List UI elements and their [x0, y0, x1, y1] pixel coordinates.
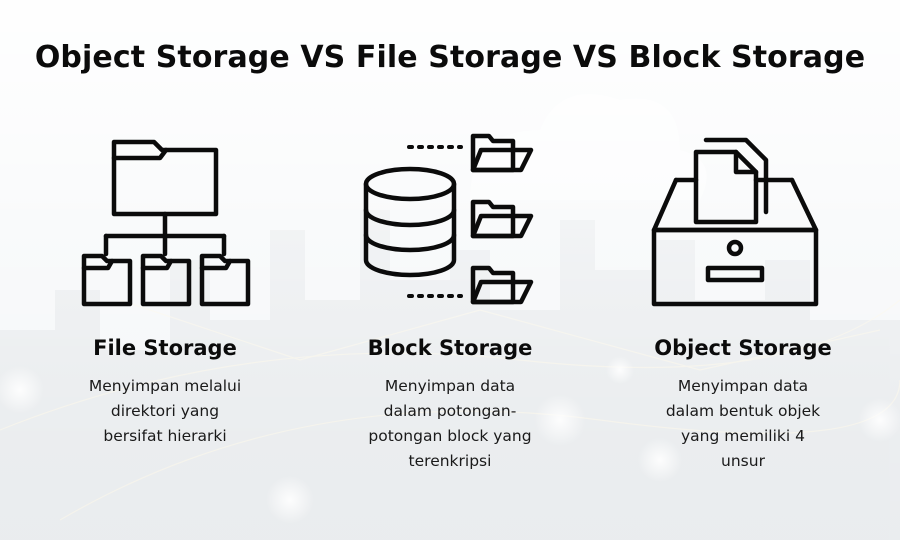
block-storage-column: Block Storage Menyimpan data dalam poton… — [335, 130, 565, 474]
object-storage-heading: Object Storage — [654, 336, 832, 360]
folder-hierarchy-icon — [81, 139, 251, 307]
object-storage-column: Object Storage Menyimpan data dalam bent… — [628, 130, 858, 474]
block-storage-description: Menyimpan data dalam potongan-potongan b… — [368, 377, 532, 470]
file-storage-column: File Storage Menyimpan melalui direktori… — [50, 130, 280, 449]
database-blocks-icon — [363, 133, 534, 305]
file-storage-description: Menyimpan melalui direktori yang bersifa… — [88, 377, 242, 445]
file-storage-heading: File Storage — [93, 336, 237, 360]
page-title: Object Storage VS File Storage VS Block … — [34, 40, 866, 75]
object-storage-description: Menyimpan data dalam bentuk objek yang m… — [665, 377, 821, 470]
archive-box-icon — [651, 137, 819, 307]
block-storage-heading: Block Storage — [367, 336, 533, 360]
